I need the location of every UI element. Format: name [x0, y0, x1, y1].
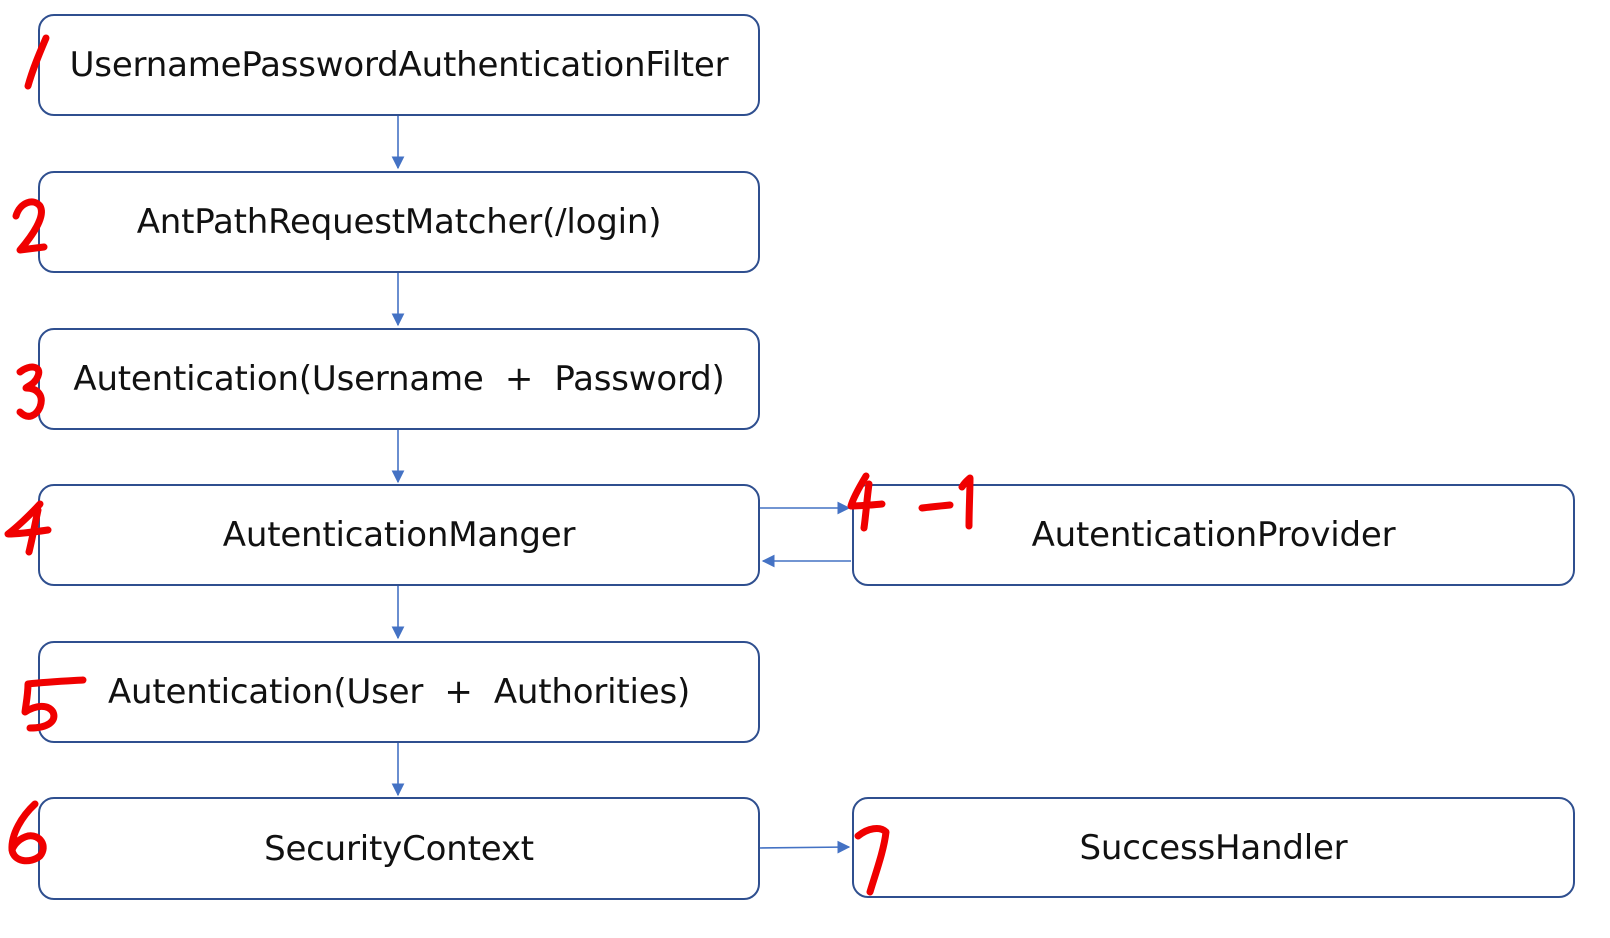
username-password-authentication-filter-label: UsernamePasswordAuthenticationFilter [69, 45, 729, 85]
step-1-annotation [24, 34, 50, 90]
step-5-annotation [21, 676, 87, 732]
step-4-1-annotation [847, 472, 974, 532]
authentication-result-label: Autentication(User + Authorities) [107, 672, 691, 712]
authentication-provider-label: AutenticationProvider [1031, 515, 1396, 555]
step-4-annotation [4, 500, 52, 556]
ant-path-request-matcher-label: AntPathRequestMatcher(/login) [136, 202, 662, 242]
authentication-manager-box: AutenticationManger [38, 484, 760, 586]
step-2-annotation [12, 198, 48, 254]
step-3-annotation [16, 363, 45, 420]
authentication-manager-label: AutenticationManger [222, 515, 576, 555]
security-context-label: SecurityContext [264, 828, 534, 869]
ant-path-request-matcher-box: AntPathRequestMatcher(/login) [38, 171, 760, 273]
authentication-result-box: Autentication(User + Authorities) [38, 641, 760, 743]
arrow-context-to-success [758, 840, 851, 854]
step-6-annotation [8, 800, 47, 865]
step-7-annotation [854, 825, 890, 896]
security-context-box: SecurityContext [38, 797, 760, 900]
authentication-request-label: Autentication(Username + Password) [73, 359, 725, 399]
username-password-authentication-filter-box: UsernamePasswordAuthenticationFilter [38, 14, 760, 116]
authentication-request-box: Autentication(Username + Password) [38, 328, 760, 430]
success-handler-box: SuccessHandler [852, 797, 1575, 898]
success-handler-label: SuccessHandler [1079, 827, 1348, 868]
